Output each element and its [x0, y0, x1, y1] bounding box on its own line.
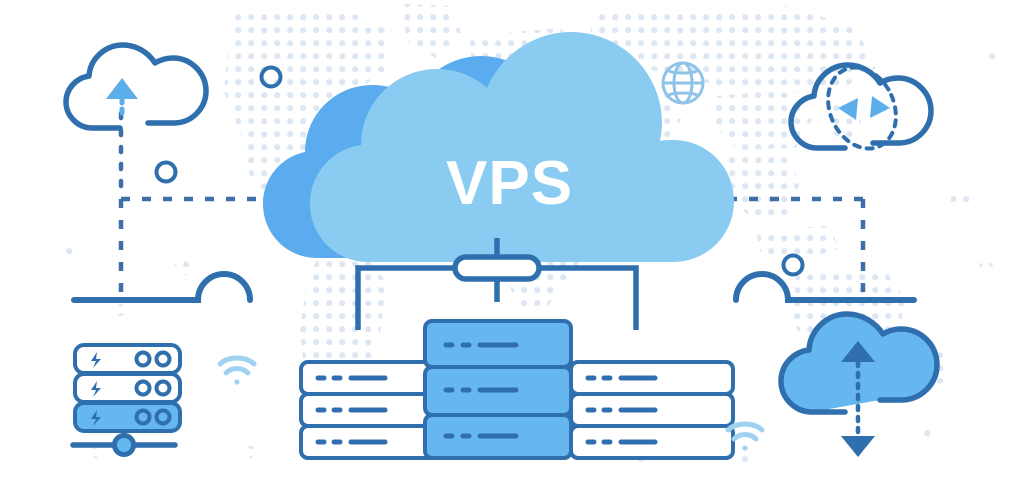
left-ground-line [71, 271, 253, 303]
globe-icon [661, 61, 705, 105]
transfer-arrow-up-icon [841, 341, 875, 362]
rack-right-column [569, 360, 735, 460]
upload-cloud-outline [63, 42, 209, 131]
list-item [73, 372, 182, 404]
right-ground-line [733, 271, 917, 303]
connector-right-branch [539, 265, 639, 330]
rack-center-column [423, 319, 573, 460]
wifi-icon-right [725, 421, 765, 451]
stack-bus-node [112, 433, 136, 457]
lightning-bolt-icon [91, 352, 101, 368]
left-dashed-path [118, 110, 276, 299]
main-cloud-front-shape [310, 32, 734, 262]
connector-pill-bar [452, 254, 542, 282]
ring-right [781, 253, 805, 277]
connector-left-branch [355, 265, 455, 330]
transfer-arrow-down-icon [841, 436, 875, 457]
sync-arrow-left-icon [838, 98, 858, 120]
lightning-bolt-icon [91, 410, 101, 426]
lightning-bolt-icon [91, 381, 101, 397]
sync-loop-dashed [826, 65, 898, 151]
ring-top-left [259, 65, 283, 89]
wifi-icon-left [217, 355, 257, 385]
list-item [73, 401, 182, 433]
sync-cloud-outline-right [870, 75, 934, 146]
right-dashed-path [712, 196, 866, 299]
sync-arrow-right-icon [870, 96, 890, 118]
upload-arrow-icon [106, 78, 138, 99]
ring-mid-left [154, 160, 178, 184]
